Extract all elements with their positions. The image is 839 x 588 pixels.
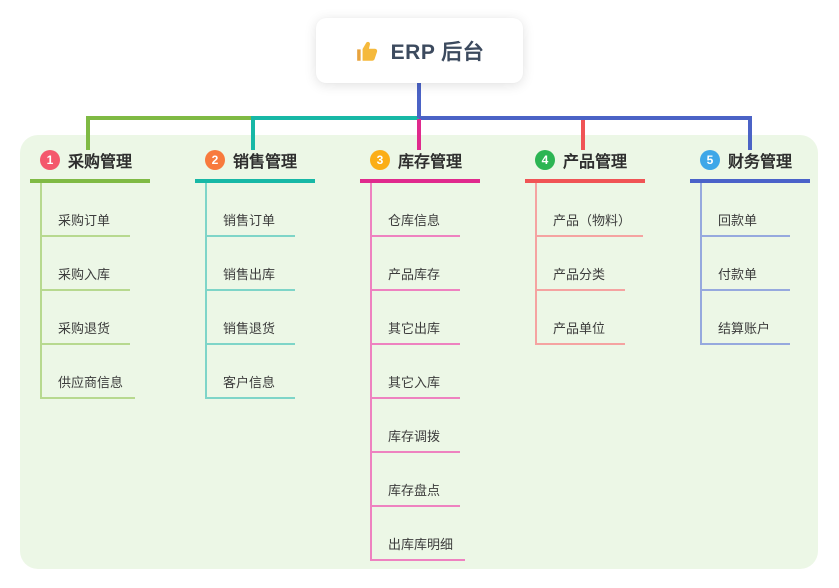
connector-branch-inventory [417,119,421,150]
branch-1-badge: 1 [40,150,60,170]
connector-branch-finance-horizontal [419,116,752,120]
node-settlement-account[interactable]: 结算账户 [702,291,790,345]
branch-purchase-title[interactable]: 1 采购管理 [30,146,150,183]
node-sales-outbound[interactable]: 销售出库 [207,237,295,291]
node-receipt-form[interactable]: 回款单 [702,183,790,237]
branch-5-title-label: 财务管理 [728,154,793,171]
node-product-material[interactable]: 产品（物料） [537,183,644,237]
thumbs-up-icon [355,38,381,64]
branch-1-title-label: 采购管理 [68,154,133,171]
connector-root [417,82,421,118]
branch-product-children: 产品（物料） 产品分类 产品单位 [535,183,645,345]
branch-3-title-label: 库存管理 [398,154,463,171]
branch-product-title[interactable]: 4 产品管理 [525,146,645,183]
node-other-outbound[interactable]: 其它出库 [372,291,460,345]
connector-branch-finance [748,116,752,150]
root-node[interactable]: ERP 后台 [316,18,523,83]
node-purchase-return[interactable]: 采购退货 [42,291,130,345]
node-inout-detail[interactable]: 出库库明细 [372,507,466,561]
node-sales-return[interactable]: 销售退货 [207,291,295,345]
node-sales-order[interactable]: 销售订单 [207,183,295,237]
connector-branch-product [581,119,585,150]
node-other-inbound[interactable]: 其它入库 [372,345,460,399]
branch-finance: 5 财务管理 回款单 付款单 结算账户 [690,146,810,345]
mindmap-panel [20,135,818,569]
node-product-stock[interactable]: 产品库存 [372,237,460,291]
branch-finance-title[interactable]: 5 财务管理 [690,146,810,183]
branch-inventory-title[interactable]: 3 库存管理 [360,146,480,183]
branch-sales: 2 销售管理 销售订单 销售出库 销售退货 客户信息 [195,146,315,399]
branch-inventory-children: 仓库信息 产品库存 其它出库 其它入库 库存调拨 库存盘点 出库库明细 [370,183,480,561]
connector-branch-purchase-horizontal [86,116,255,120]
branch-3-badge: 3 [370,150,390,170]
branch-finance-children: 回款单 付款单 结算账户 [700,183,810,345]
node-product-category[interactable]: 产品分类 [537,237,625,291]
node-payment-form[interactable]: 付款单 [702,237,790,291]
branch-5-badge: 5 [700,150,720,170]
branch-product: 4 产品管理 产品（物料） 产品分类 产品单位 [525,146,645,345]
connector-branch-sales [251,116,255,150]
branch-purchase-children: 采购订单 采购入库 采购退货 供应商信息 [40,183,150,399]
node-product-unit[interactable]: 产品单位 [537,291,625,345]
node-stock-count[interactable]: 库存盘点 [372,453,460,507]
node-stock-transfer[interactable]: 库存调拨 [372,399,460,453]
branch-2-title-label: 销售管理 [233,154,298,171]
node-purchase-inbound[interactable]: 采购入库 [42,237,130,291]
branch-4-title-label: 产品管理 [563,154,628,171]
branch-sales-children: 销售订单 销售出库 销售退货 客户信息 [205,183,315,399]
branch-sales-title[interactable]: 2 销售管理 [195,146,315,183]
node-purchase-order[interactable]: 采购订单 [42,183,130,237]
node-customer-info[interactable]: 客户信息 [207,345,295,399]
connector-branch-sales-horizontal [251,116,421,120]
branch-purchase: 1 采购管理 采购订单 采购入库 采购退货 供应商信息 [30,146,150,399]
branch-2-badge: 2 [205,150,225,170]
connector-branch-purchase [86,116,90,150]
branch-inventory: 3 库存管理 仓库信息 产品库存 其它出库 其它入库 库存调拨 库存盘点 出库库… [360,146,480,561]
node-warehouse-info[interactable]: 仓库信息 [372,183,460,237]
root-node-label: ERP 后台 [390,40,485,64]
branch-4-badge: 4 [535,150,555,170]
node-supplier-info[interactable]: 供应商信息 [42,345,136,399]
